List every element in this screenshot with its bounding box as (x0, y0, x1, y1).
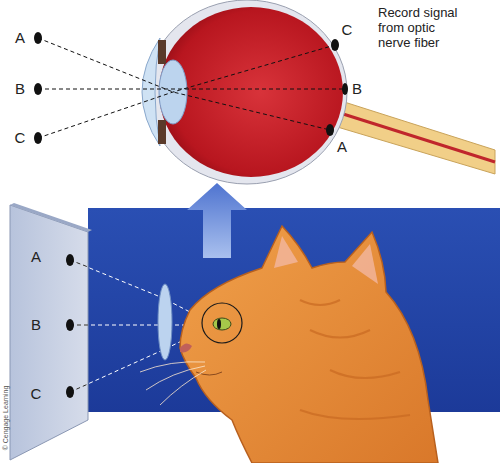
lens (158, 284, 172, 360)
point-label: C (342, 21, 353, 38)
copyright-note: © Cengage Learning (2, 386, 10, 451)
point-label: A (337, 138, 347, 155)
point-label: B (352, 80, 362, 97)
screen (10, 205, 88, 460)
light-rays-eye (38, 38, 345, 138)
annotation-text: Record signal from optic nerve fiber (378, 6, 470, 51)
stimulus-dots-eye (34, 32, 348, 144)
point-label: C (31, 385, 42, 402)
screen-edge (10, 203, 92, 232)
point-label: B (31, 316, 41, 333)
zoom-arrow (187, 183, 247, 258)
eye-cross-section (142, 0, 495, 184)
point-label: B (15, 80, 25, 97)
point-label: A (31, 248, 41, 265)
point-label: A (15, 29, 25, 46)
cat (140, 226, 438, 463)
point-label: C (15, 129, 26, 146)
stimulus-dots (66, 254, 74, 398)
